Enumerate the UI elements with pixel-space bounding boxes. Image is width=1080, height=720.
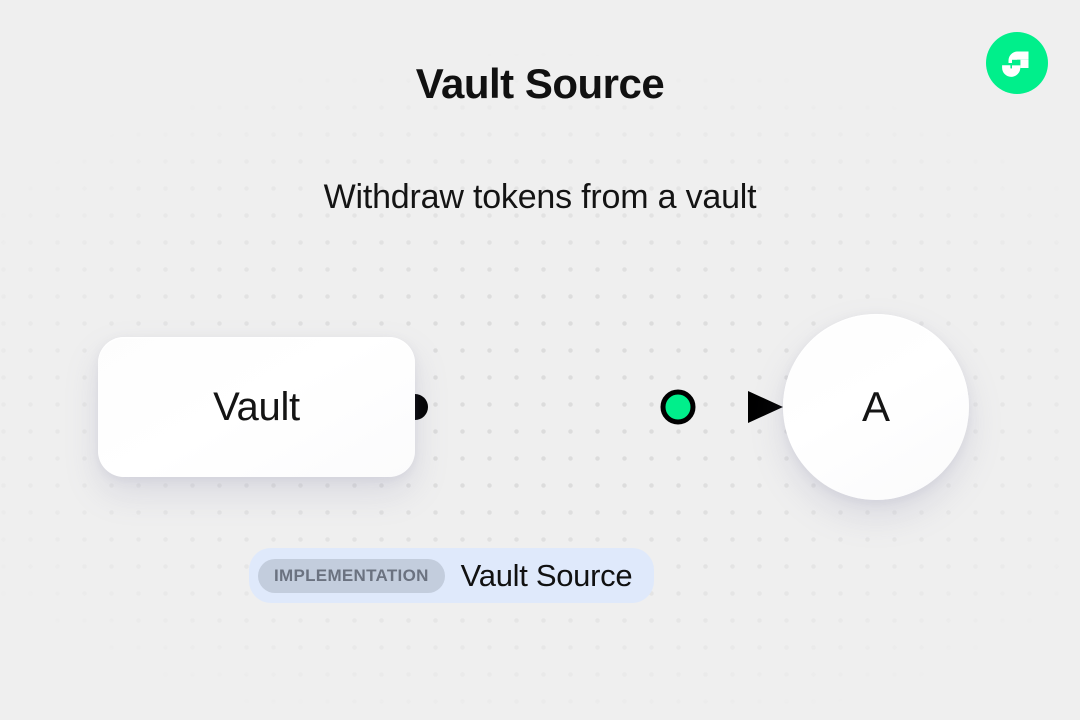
implementation-badge[interactable]: IMPLEMENTATION Vault Source: [249, 548, 655, 603]
implementation-tag-label: IMPLEMENTATION: [258, 558, 445, 593]
node-vault-label: Vault: [213, 384, 300, 429]
node-a[interactable]: A: [783, 314, 969, 500]
implementation-name-label: Vault Source: [460, 557, 633, 593]
flow-logo-icon: [986, 32, 1048, 94]
node-a-label: A: [861, 383, 890, 430]
edge-arrowhead: [748, 391, 783, 423]
edge-marker-dot[interactable]: [660, 389, 696, 425]
node-vault[interactable]: Vault: [98, 337, 415, 477]
page-subtitle: Withdraw tokens from a vault: [323, 178, 757, 216]
page-title: Vault Source: [415, 60, 665, 107]
